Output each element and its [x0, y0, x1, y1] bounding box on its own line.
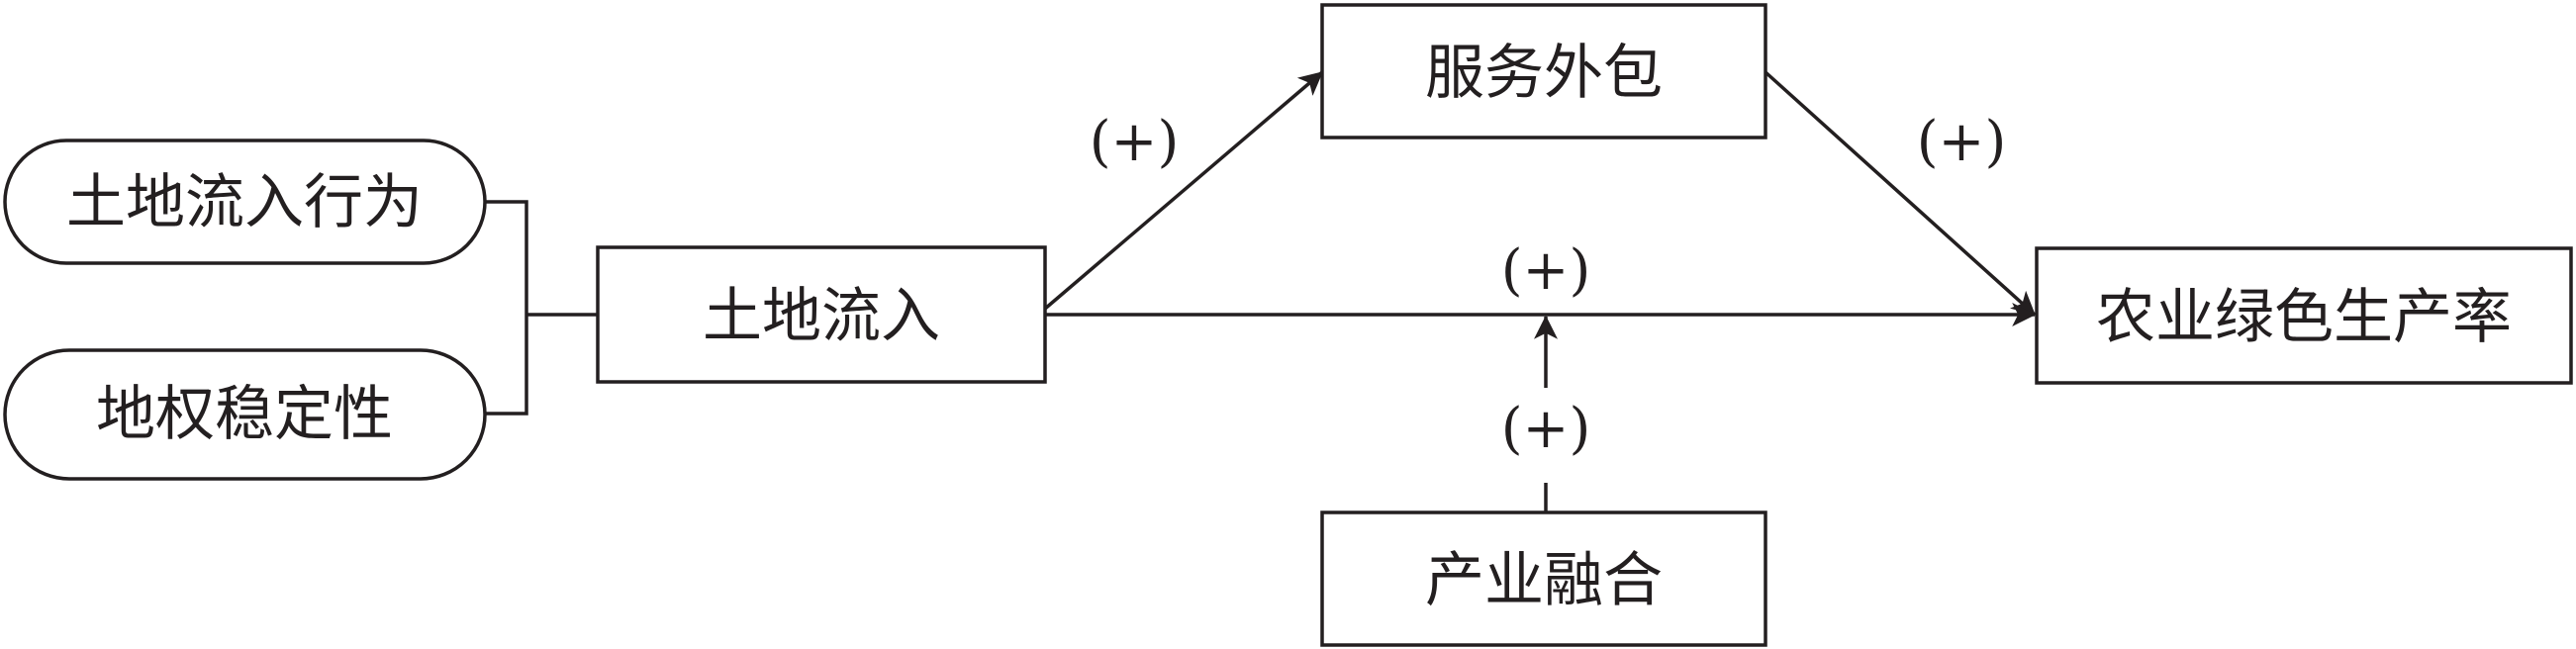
node-land-transfer-behavior-label: 土地流入行为 — [66, 168, 423, 237]
node-service-outsourcing: 服务外包 — [1320, 3, 1767, 139]
node-industry-integration: 产业融合 — [1320, 510, 1767, 647]
sign-integration-moderation: (+) — [1501, 397, 1591, 461]
sign-transfer-to-outsourcing: (+) — [1090, 110, 1180, 174]
node-agri-green-productivity-label: 农业绿色生产率 — [2096, 283, 2512, 352]
node-land-transfer-behavior: 土地流入行为 — [3, 139, 487, 265]
arrow-transfer-to-outsourcing — [1043, 70, 1324, 311]
sign-outsourcing-to-productivity: (+) — [1917, 110, 2007, 174]
sign-direct-effect: (+) — [1501, 238, 1591, 303]
node-service-outsourcing-label: 服务外包 — [1425, 39, 1663, 108]
bracket-connector — [485, 200, 598, 416]
node-land-transfer: 土地流入 — [596, 245, 1047, 384]
node-land-right-stability-label: 地权稳定性 — [96, 380, 393, 449]
node-industry-integration-label: 产业融合 — [1425, 546, 1663, 615]
node-land-right-stability: 地权稳定性 — [3, 348, 487, 481]
node-land-transfer-label: 土地流入 — [703, 282, 940, 351]
node-agri-green-productivity: 农业绿色生产率 — [2035, 246, 2573, 385]
arrow-outsourcing-to-productivity — [1764, 70, 2037, 317]
